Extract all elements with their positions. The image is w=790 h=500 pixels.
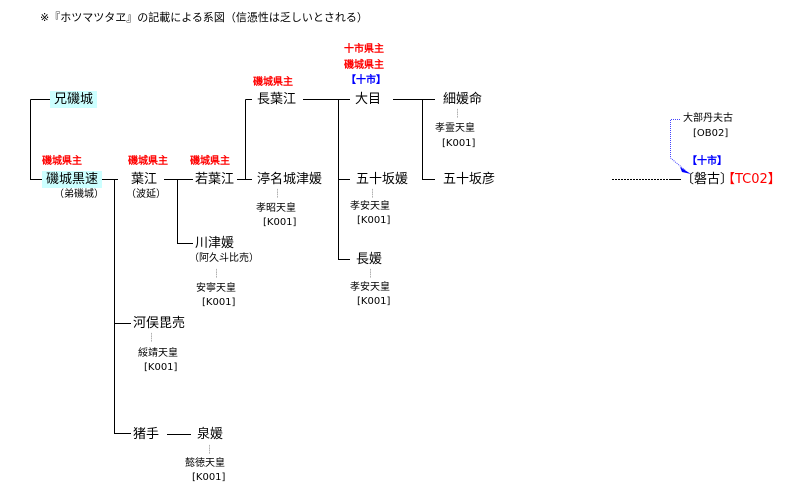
spouse-hosohime: 孝霊天皇 — [435, 123, 475, 134]
person-obe: 大部丹夫古 — [683, 113, 733, 124]
arrow-line-obe — [670, 119, 686, 171]
tag-iwaki: 【十市】 — [687, 156, 727, 167]
arrow-head-icon — [680, 167, 691, 174]
alias-hae: （波延） — [126, 189, 166, 200]
header-note: ※『ホツマツタヱ』の記載による系図（信憑性は乏しいとされる） — [40, 11, 368, 24]
code-nunaki: [K001] — [263, 217, 297, 228]
dotted-connector: ┊ — [149, 333, 154, 342]
dotted-connector: ┊ — [275, 189, 280, 198]
person-kawamata: 河俣毘売 — [133, 316, 186, 331]
person-ite: 猪手 — [133, 427, 160, 442]
tag-ome: 【十市】 — [346, 75, 386, 86]
person-ani-shiki: 兄磯城 — [50, 91, 98, 108]
role-ome-1: 十市県主 — [344, 44, 384, 55]
person-naga-hae: 長葉江 — [257, 92, 297, 107]
code-izumi: [K001] — [192, 472, 226, 483]
spouse-naga-hime: 孝安天皇 — [350, 282, 390, 293]
trunk-ome-children — [422, 99, 435, 180]
person-ome: 大目 — [355, 92, 382, 107]
person-isaka-hime: 五十坂媛 — [356, 172, 409, 187]
spouse-nunaki: 孝昭天皇 — [256, 203, 296, 214]
code-isaka-hime: [K001] — [357, 215, 391, 226]
sibling-line-shiki — [30, 99, 50, 180]
person-hosohime: 細媛命 — [443, 92, 483, 107]
role-nagahae: 磯城県主 — [253, 77, 293, 88]
role-hae: 磯城県主 — [128, 156, 168, 167]
person-isaka-hiko: 五十坂彦 — [443, 172, 496, 187]
branch-kawatsu — [177, 179, 193, 244]
code-kawamata: [K001] — [144, 362, 178, 373]
spouse-izumi: 懿徳天皇 — [185, 458, 225, 469]
person-shiki-kurohaya: 磯城黒速 — [42, 171, 103, 188]
trunk-hae-children — [114, 179, 131, 434]
dotted-connector: ┊ — [214, 269, 219, 278]
alias-kurohaya: （弟磯城） — [54, 189, 104, 200]
alias-kawatsu: （阿久斗比売） — [189, 253, 259, 264]
role-wakahae: 磯城県主 — [190, 156, 230, 167]
person-kawatsu: 川津媛 — [195, 236, 235, 251]
person-waka-hae: 若葉江 — [195, 172, 235, 187]
trunk-nagahae-children — [338, 99, 350, 260]
role-ome-2: 磯城県主 — [344, 60, 384, 71]
person-naga-hime: 長媛 — [356, 252, 383, 267]
person-nunaki: 渟名城津媛 — [257, 172, 323, 187]
line-ite-izumi — [167, 434, 191, 435]
code-iwaki: 【TC02】 — [722, 172, 781, 187]
code-hosohime: [K001] — [442, 138, 476, 149]
person-hae: 葉江 — [131, 172, 158, 187]
code-naga-hime: [K001] — [357, 296, 391, 307]
role-kurohaya: 磯城県主 — [42, 156, 82, 167]
code-kawatsu: [K001] — [202, 297, 236, 308]
spouse-isaka-hime: 孝安天皇 — [350, 201, 390, 212]
code-obe: [OB02] — [693, 128, 729, 139]
spouse-kawamata: 綏靖天皇 — [138, 348, 178, 359]
person-izumi: 泉媛 — [197, 427, 224, 442]
person-iwaki: 〔磐古〕 — [681, 172, 734, 187]
dotted-connector: ┊ — [368, 269, 373, 278]
dotted-connector: ┊ — [207, 445, 212, 454]
dotted-connector: ┊ — [455, 109, 460, 118]
dotted-connector: ┊ — [370, 189, 375, 198]
spouse-kawatsu: 安寧天皇 — [196, 283, 236, 294]
